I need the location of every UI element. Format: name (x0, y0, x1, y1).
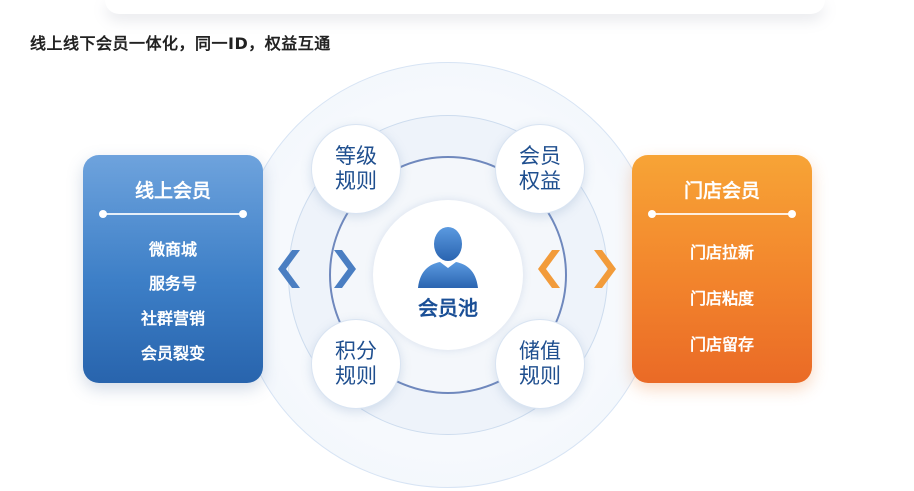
online-item: 会员裂变 (140, 344, 205, 363)
top-panel-edge (105, 0, 825, 14)
center-label: 会员池 (418, 296, 478, 320)
bubble-line: 规则 (335, 169, 377, 193)
online-item: 微商城 (148, 240, 197, 259)
bubble-member-benefits: 会员 权益 (495, 124, 585, 214)
chevron-right-orange-icon (594, 250, 616, 288)
card-divider (648, 210, 796, 218)
online-member-card: 线上会员 微商城 服务号 社群营销 会员裂变 (83, 155, 263, 383)
bubble-stored-value-rules: 储值 规则 (495, 319, 585, 409)
online-item: 社群营销 (140, 309, 205, 328)
card-divider (99, 210, 247, 218)
store-item: 门店拉新 (689, 243, 754, 262)
chevron-left-double-icon (278, 250, 300, 288)
store-item: 门店留存 (689, 335, 754, 354)
chevron-left-orange-icon (538, 250, 560, 288)
store-member-card: 门店会员 门店拉新 门店粘度 门店留存 (632, 155, 812, 383)
user-avatar-icon (418, 227, 478, 288)
bubble-level-rules: 等级 规则 (311, 124, 401, 214)
bubble-line: 积分 (335, 339, 377, 363)
bubble-line: 规则 (335, 364, 377, 388)
online-card-title: 线上会员 (134, 180, 211, 202)
store-item: 门店粘度 (689, 289, 754, 308)
bubble-line: 规则 (519, 364, 561, 388)
bubble-points-rules: 积分 规则 (311, 319, 401, 409)
bubble-line: 权益 (519, 169, 561, 193)
bubble-line: 储值 (519, 339, 561, 363)
bubble-line: 等级 (335, 144, 377, 168)
chevron-right-double-icon (334, 250, 356, 288)
bubble-line: 会员 (519, 144, 561, 168)
page-title: 线上线下会员一体化，同一ID，权益互通 (30, 34, 331, 53)
online-item: 服务号 (148, 274, 197, 293)
store-card-title: 门店会员 (683, 180, 760, 202)
